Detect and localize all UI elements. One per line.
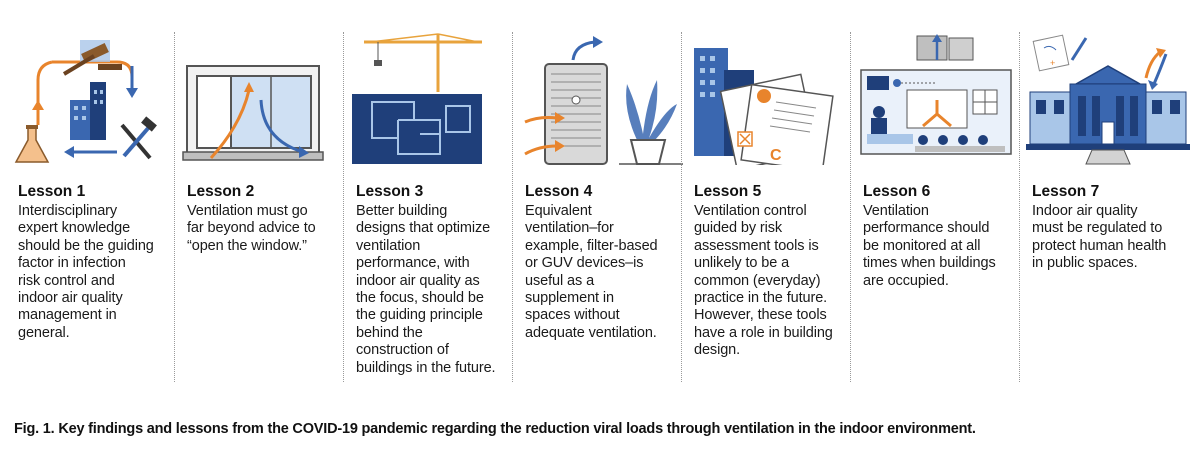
air-purifier-illustration <box>524 36 683 165</box>
lesson-text: Ventilation performance should be monito… <box>863 203 996 289</box>
lesson-panel-4: Lesson 4 Equivalent ventilation–for exam… <box>519 30 687 390</box>
lesson-text: Ventilation control guided by risk asses… <box>694 203 833 359</box>
risk-assessment-illustration: C <box>694 48 834 165</box>
lesson-text: Indoor air quality must be regulated to … <box>1032 203 1167 272</box>
lesson-panel-7: + Lesson 7 Indoor air quality must be re… <box>1026 30 1194 390</box>
lesson-title: Lesson 1 <box>18 183 86 200</box>
building-design-illustration <box>352 33 482 164</box>
lesson-title: Lesson 5 <box>694 183 762 200</box>
panel-divider <box>174 32 175 382</box>
figure-caption: Fig. 1. Key findings and lessons from th… <box>14 421 976 437</box>
lesson-title: Lesson 4 <box>525 183 593 200</box>
cross-mark-icon: + <box>1050 58 1055 68</box>
grade-c-label: C <box>770 147 782 164</box>
lesson-text: Interdisciplinary expert knowledge shoul… <box>18 203 154 341</box>
panel-divider <box>681 32 682 382</box>
lesson-panel-6: Lesson 6 Ventilation performance should … <box>857 30 1025 390</box>
panel-divider <box>512 32 513 382</box>
panel-divider <box>850 32 851 382</box>
lesson-panel-3: Lesson 3 Better building designs that op… <box>350 30 518 390</box>
lesson-title: Lesson 6 <box>863 183 931 200</box>
lesson-panel-5: C Lesson 5 Ventilation control guided by… <box>688 30 856 390</box>
monitoring-classroom-illustration <box>860 34 1012 155</box>
public-building-illustration: + <box>1026 34 1190 165</box>
panel-divider <box>343 32 344 382</box>
expert-knowledge-illustration <box>14 40 157 163</box>
lesson-text: Better building designs that optimize ve… <box>356 203 496 376</box>
lesson-panel-2: Lesson 2 Ventilation must go far beyond … <box>181 30 349 390</box>
lesson-panel-1: Lesson 1 Interdisciplinary expert knowle… <box>12 30 180 390</box>
open-window-illustration <box>182 65 324 161</box>
lesson-text: Equivalent ventilation–for example, filt… <box>525 203 658 341</box>
lesson-title: Lesson 7 <box>1032 183 1100 200</box>
lesson-title: Lesson 3 <box>356 183 424 200</box>
lesson-title: Lesson 2 <box>187 183 255 200</box>
lesson-text: Ventilation must go far beyond advice to… <box>187 203 316 254</box>
panel-divider <box>1019 32 1020 382</box>
